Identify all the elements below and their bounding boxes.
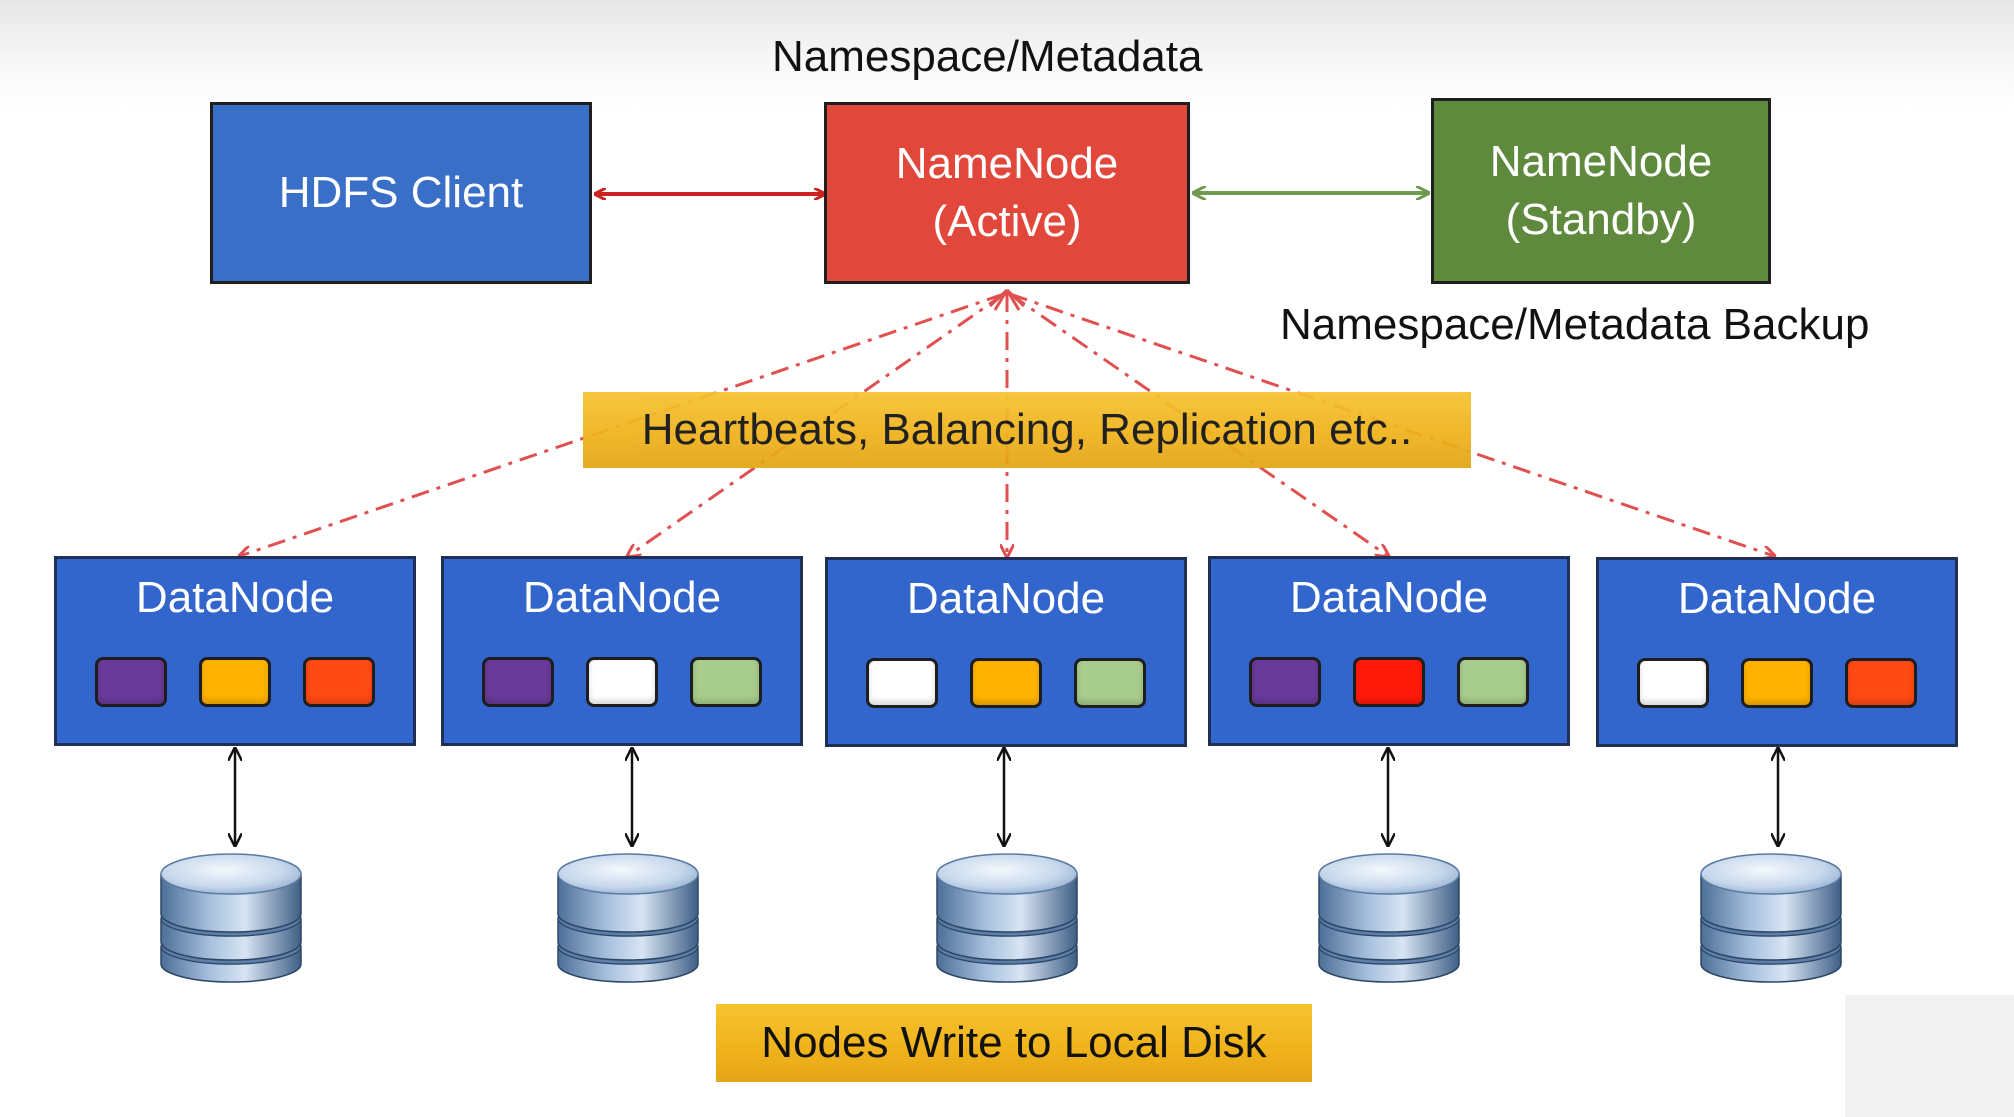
block-group [1599,658,1955,708]
local-disk-banner-text: Nodes Write to Local Disk [761,1018,1267,1067]
datanode-2: DataNode [441,556,803,746]
disk-icon-2 [557,853,699,983]
data-block-white [586,657,658,707]
datanode-5: DataNode [1596,557,1958,747]
data-block-orange [1741,658,1813,708]
data-block-white [1637,658,1709,708]
data-block-orange [970,658,1042,708]
namenode-standby-title: NameNode [1489,137,1713,186]
block-group [1211,657,1567,707]
data-block-orange [199,657,271,707]
data-block-green [1074,658,1146,708]
datanode-title: DataNode [135,573,335,622]
block-group [57,657,413,707]
datanode-title: DataNode [1677,574,1877,623]
data-block-purple [95,657,167,707]
data-block-white [866,658,938,708]
disk-icon-1 [160,853,302,983]
hdfs-client-box: HDFS Client [210,102,592,284]
namespace-backup-label: Namespace/Metadata Backup [1280,300,1870,349]
heartbeat-arrow-1 [240,292,1005,556]
data-block-purple [1249,657,1321,707]
datanode-title: DataNode [1289,573,1489,622]
disk-arrows [235,749,1778,845]
namenode-active-title: NameNode [895,139,1119,188]
datanode-4: DataNode [1208,556,1570,746]
disk-icon-4 [1318,853,1460,983]
namenode-standby-status: (Standby) [1505,195,1697,244]
hdfs-client-label: HDFS Client [278,168,524,217]
data-block-red-orange [303,657,375,707]
data-block-purple [482,657,554,707]
namenode-active-status: (Active) [932,197,1082,246]
datanode-1: DataNode [54,556,416,746]
data-block-green [1457,657,1529,707]
datanode-3: DataNode [825,557,1187,747]
data-block-red-orange [1845,658,1917,708]
datanode-title: DataNode [522,573,722,622]
local-disk-banner: Nodes Write to Local Disk [716,1004,1312,1082]
namenode-active-box: NameNode (Active) [824,102,1190,284]
namespace-metadata-label: Namespace/Metadata [772,32,1203,81]
namenode-standby-box: NameNode (Standby) [1431,98,1771,284]
disk-icon-5 [1700,853,1842,983]
data-block-red [1353,657,1425,707]
data-block-green [690,657,762,707]
disk-icon-3 [936,853,1078,983]
datanode-title: DataNode [906,574,1106,623]
starburst [988,288,1026,312]
corner-patch [1845,995,2014,1117]
block-group [828,658,1184,708]
heartbeats-banner-text: Heartbeats, Balancing, Replication etc.. [641,405,1413,454]
block-group [444,657,800,707]
heartbeats-banner: Heartbeats, Balancing, Replication etc.. [583,392,1471,468]
heartbeat-arrow-5 [1009,292,1774,556]
